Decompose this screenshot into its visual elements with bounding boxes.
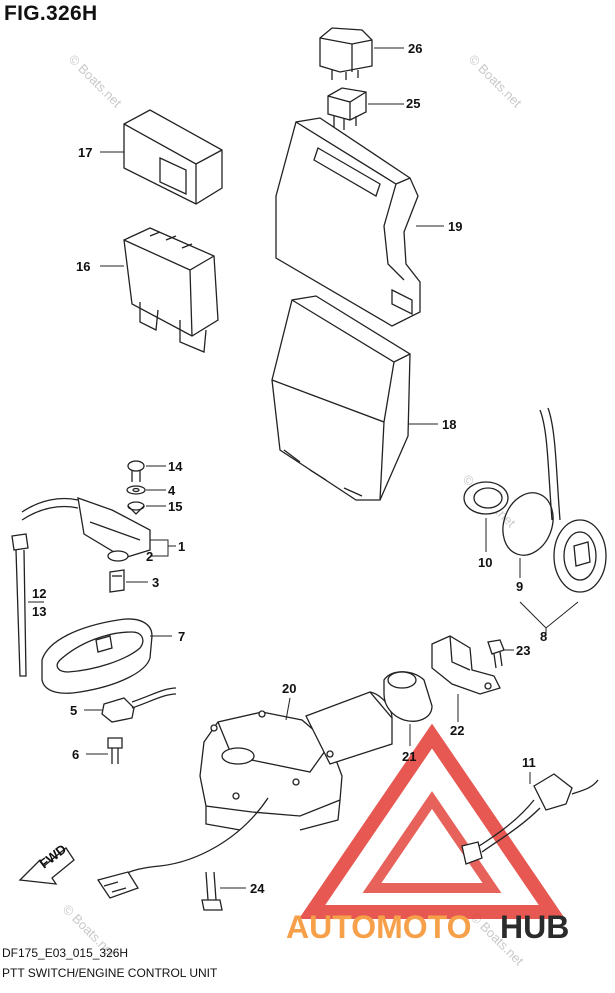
part-15-grommet [127, 501, 166, 515]
callout-2: 2 [146, 549, 153, 564]
part-11-sender [461, 772, 599, 865]
part-24-bolt [201, 871, 246, 911]
callout-12: 12 [32, 586, 46, 601]
callout-labels: 26 25 17 19 16 18 14 4 15 1 2 3 12 13 7 … [32, 41, 547, 896]
part-17-holder [100, 109, 223, 205]
part-12-cable-tie [11, 533, 44, 677]
part-25-relay [327, 87, 404, 130]
callout-14: 14 [168, 459, 183, 474]
part-20-motor [96, 691, 393, 899]
callout-16: 16 [76, 259, 90, 274]
callout-10: 10 [478, 555, 492, 570]
watermark: © Boats.net [66, 52, 125, 111]
callout-21: 21 [402, 749, 416, 764]
callout-23: 23 [516, 643, 530, 658]
callout-17: 17 [78, 145, 92, 160]
callout-25: 25 [406, 96, 420, 111]
part-1-ptt-switch [21, 497, 176, 562]
part-18-ecu [271, 295, 438, 501]
fwd-direction-arrow: FWD [18, 841, 75, 885]
part-19-ecu-cover [275, 117, 444, 327]
callout-5: 5 [70, 703, 77, 718]
callout-13: 13 [32, 604, 46, 619]
part-6-bolt [86, 737, 123, 764]
drawing-code: DF175_E03_015_326H [2, 946, 129, 960]
callout-19: 19 [448, 219, 462, 234]
part-9-o-ring [502, 492, 554, 578]
callout-3: 3 [152, 575, 159, 590]
brand-text-part2: HUB [500, 909, 569, 945]
part-26-relay [319, 27, 404, 80]
callout-8: 8 [540, 629, 547, 644]
brand-wordmark: AUTOMOTO HUB [286, 909, 569, 945]
watermark: © Boats.net [466, 52, 525, 111]
part-7-cover [41, 618, 172, 694]
callout-11: 11 [522, 755, 536, 770]
callout-1: 1 [178, 539, 185, 554]
part-3-clip [109, 569, 148, 593]
callout-20: 20 [282, 681, 296, 696]
callout-6: 6 [72, 747, 79, 762]
callout-7: 7 [178, 629, 185, 644]
part-10-ring [463, 481, 509, 552]
callout-26: 26 [408, 41, 422, 56]
callout-4: 4 [168, 483, 176, 498]
brand-text-part1: AUTOMOTO [286, 909, 471, 945]
part-23-bolt [487, 639, 514, 669]
callout-15: 15 [168, 499, 182, 514]
part-16-connector [100, 227, 219, 353]
brand-triangle-logo [298, 723, 566, 919]
drawing-title: PTT SWITCH/ENGINE CONTROL UNIT [2, 966, 218, 980]
part-5-sensor [84, 687, 177, 723]
part-21-boot [383, 671, 433, 746]
part-14-bolt [127, 460, 166, 482]
callout-9: 9 [516, 579, 523, 594]
part-4-washer [126, 485, 166, 495]
part-22-bracket [431, 635, 501, 722]
part-8-switch [519, 407, 607, 636]
callout-18: 18 [442, 417, 456, 432]
callout-22: 22 [450, 723, 464, 738]
callout-24: 24 [250, 881, 265, 896]
figure-title: FIG.326H [4, 2, 98, 25]
